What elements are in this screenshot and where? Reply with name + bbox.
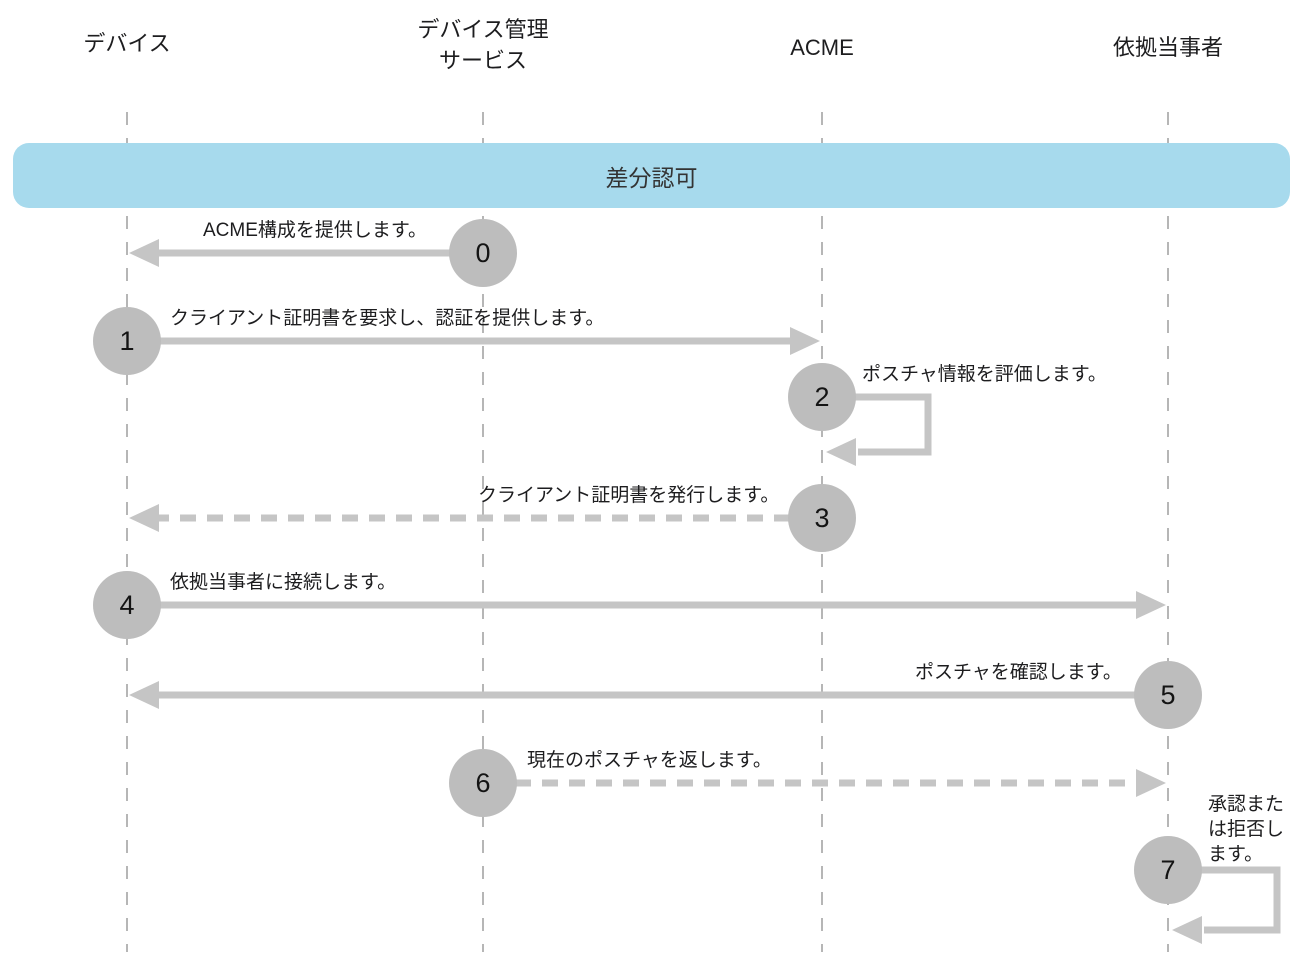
arrow-step-5 <box>129 681 1136 709</box>
step-circle-6: 6 <box>449 749 517 817</box>
arrow-step-7-self-loop <box>1172 866 1281 944</box>
participant-device: デバイス <box>83 31 171 56</box>
arrow-step-4 <box>158 591 1166 619</box>
message-label-2: ポスチャ情報を評価します。 <box>862 364 1107 385</box>
step-circle-3: 3 <box>788 484 856 552</box>
arrow-step-1 <box>158 327 820 355</box>
message-label-7: 承認または拒否します。 <box>1208 794 1285 866</box>
message-label-6: 現在のポスチャを返します。 <box>527 750 772 771</box>
participant-device-management-service: デバイス管理 サービス <box>417 17 549 74</box>
message-label-4: 依拠当事者に接続します。 <box>170 572 397 593</box>
message-label-3: クライアント証明書を発行します。 <box>478 485 780 506</box>
step-circle-4: 4 <box>93 571 161 639</box>
step-circle-5: 5 <box>1134 661 1202 729</box>
arrow-step-2-self-loop <box>826 393 932 466</box>
step-circle-0: 0 <box>449 219 517 287</box>
arrow-step-0 <box>129 239 452 267</box>
message-label-5: ポスチャを確認します。 <box>915 662 1122 683</box>
arrow-step-6 <box>515 769 1166 797</box>
step-circle-7: 7 <box>1134 836 1202 904</box>
message-label-0: ACME構成を提供します。 <box>203 220 427 241</box>
participant-relying-party: 依拠当事者 <box>1112 35 1224 60</box>
arrow-step-3 <box>129 504 790 532</box>
participant-acme: ACME <box>790 35 854 60</box>
message-label-1: クライアント証明書を要求し、認証を提供します。 <box>170 308 605 329</box>
step-circle-2: 2 <box>788 363 856 431</box>
diagram-title: 差分認可 <box>605 164 698 191</box>
step-circle-1: 1 <box>93 307 161 375</box>
title-banner: 差分認可 <box>13 143 1290 208</box>
